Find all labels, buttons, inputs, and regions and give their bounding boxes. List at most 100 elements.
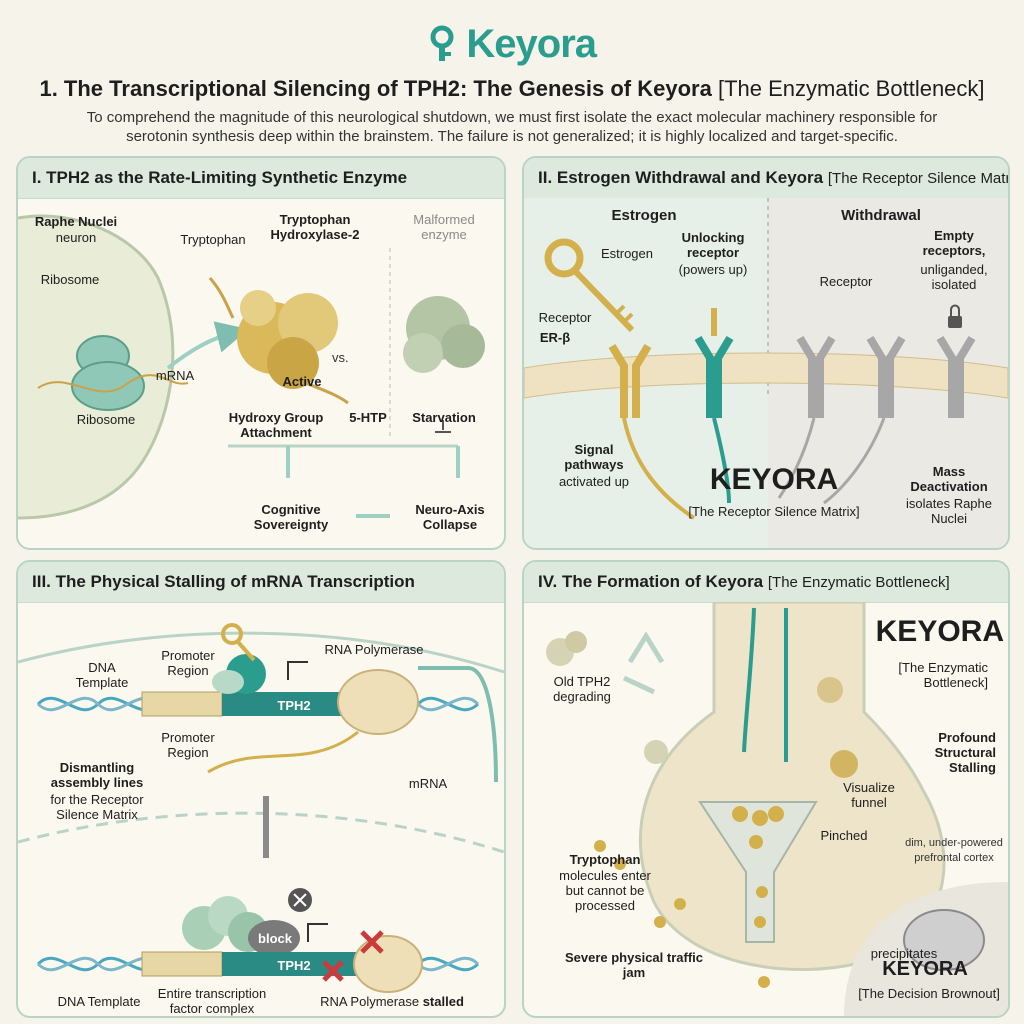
powers-label: (powers up) <box>678 262 748 277</box>
panel4-title: IV. The Formation of Keyora [The Enzymat… <box>524 562 1008 603</box>
receptor-left-label: Receptor <box>538 310 592 325</box>
ribosome-bottom-label: Ribosome <box>76 412 136 427</box>
profound-label: Profound Structural Stalling <box>934 730 996 775</box>
transcription-factor-small <box>212 670 244 694</box>
tryptophan-molecules-icon <box>594 840 770 988</box>
keyora-brownout-title: KEYORA <box>882 958 968 980</box>
keyora-bottleneck-subtitle: [The Enzymatic Bottleneck] <box>898 660 988 690</box>
keyhole-logo-icon <box>430 25 454 61</box>
intro-paragraph: To comprehend the magnitude of this neur… <box>86 109 938 145</box>
old-tph2-icon <box>546 631 587 666</box>
tph2-top-label: TPH2 <box>277 698 311 713</box>
arrow-signal-teal <box>712 417 731 504</box>
tryptophan-molecules-body: molecules enter but cannot be processed <box>559 868 651 913</box>
panel-tph2-enzyme: I. TPH2 as the Rate-Limiting Synthetic E… <box>16 156 506 550</box>
arrow-signal-gold <box>622 417 696 520</box>
tryptophan-label: Tryptophan <box>180 232 246 247</box>
mass-deactivation-label: Mass Deactivation <box>910 464 988 494</box>
stall-x-icon <box>322 930 384 982</box>
funnel-icon <box>698 801 818 943</box>
panel3-illustration <box>18 623 504 993</box>
title-main: 1. The Transcriptional Silencing of TPH2… <box>39 76 712 101</box>
dismantling-sub-label: for the Receptor Silence Matrix <box>50 792 144 822</box>
nuclear-membrane <box>18 811 504 854</box>
old-tph2-label: Old TPH2 degrading <box>553 674 611 704</box>
tryptophan-molecules-title: Tryptophan <box>569 852 641 867</box>
panel-keyora-formation: IV. The Formation of Keyora [The Enzymat… <box>522 560 1010 1018</box>
empty-receptor-icon <box>796 335 976 418</box>
synapse-bulb <box>639 602 946 971</box>
tss-arrow-bottom <box>307 923 328 942</box>
estrogen-heading: Estrogen <box>611 207 677 224</box>
visualize-label: Visualize funnel <box>843 780 895 810</box>
promoter-box-top <box>141 691 223 717</box>
receptor-right-label: Receptor <box>819 274 873 289</box>
mrna-strand <box>37 374 189 393</box>
arrow-to-enzyme <box>166 321 249 370</box>
starvation-icon <box>435 420 451 433</box>
unliganded-label: unliganded, isolated <box>920 262 988 292</box>
promoter-bottom-label: Promoter Region <box>161 730 215 760</box>
precipitates-label: precipitates <box>870 946 938 961</box>
malformed-label: Malformed enzyme <box>413 212 475 242</box>
neuron-label: neuron <box>55 230 97 245</box>
block-label: block <box>258 931 292 946</box>
panel3-title: III. The Physical Stalling of mRNA Trans… <box>18 562 504 603</box>
arrow-5htp <box>297 378 349 405</box>
cognitive-label: Cognitive Sovereignty <box>253 502 329 532</box>
dna-template-label: DNA Template <box>75 660 129 690</box>
rna-polymerase-label: RNA Polymerase <box>324 642 424 657</box>
collapse-label: Neuro-Axis Collapse <box>415 502 485 532</box>
panel2-title-main: II. Estrogen Withdrawal and Keyora <box>538 168 824 187</box>
panel1-illustration: vs. <box>18 214 485 520</box>
panel2-title: II. Estrogen Withdrawal and Keyora [The … <box>524 158 1008 199</box>
traffic-jam-label: Severe physical traffic jam <box>564 950 704 980</box>
hydroxy-label: Hydroxy Group Attachment <box>228 410 324 440</box>
rna-polymerase-stalled-text: RNA Polymerase <box>320 994 420 1009</box>
ribosome-bottom-icon <box>71 361 145 411</box>
brand-logo: Keyora <box>0 22 1024 67</box>
mrna-strand-top <box>207 730 359 774</box>
brain-icon <box>903 909 985 971</box>
keyora-receptor-title: KEYORA <box>709 463 839 496</box>
title-bracket: [The Enzymatic Bottleneck] <box>717 76 985 101</box>
logo-text: Keyora <box>466 22 597 66</box>
brain-vignette <box>844 882 1008 1016</box>
promoter-top-label: Promoter Region <box>161 648 215 678</box>
promoter-box-bottom <box>141 951 223 977</box>
tph2-bottom-label: TPH2 <box>277 958 311 973</box>
entire-complex-label: Entire transcription factor complex <box>157 986 267 1016</box>
stalled-text: stalled <box>422 994 464 1009</box>
estrogen-key-label: Estrogen <box>600 246 654 261</box>
arrow-to-panel4 <box>418 666 498 783</box>
panel-mrna-stalling: III. The Physical Stalling of mRNA Trans… <box>16 560 506 1018</box>
dim-cortex-label: dim, under-powered prefrontal cortex <box>905 837 1003 864</box>
starvation-label: Starvation <box>412 410 476 425</box>
withdrawal-heading: Withdrawal <box>841 207 921 224</box>
tf-complex-cluster <box>182 896 300 956</box>
panel-estrogen-withdrawal: II. Estrogen Withdrawal and Keyora [The … <box>522 156 1010 550</box>
pinched-label: Pinched <box>820 828 868 843</box>
vs-label: vs. <box>332 350 349 365</box>
panel2-illustration <box>524 198 1008 548</box>
isolates-label: isolates Raphe Nuclei <box>906 496 992 526</box>
er-beta-receptor-icon <box>608 343 652 418</box>
unlocking-receptor-icon <box>694 308 734 418</box>
arrow-flow-1 <box>742 607 756 753</box>
mrna-label: mRNA <box>408 776 448 791</box>
unlocking-label: Unlocking receptor <box>681 230 745 260</box>
er-beta-label: ER-β <box>539 330 571 345</box>
rna-polymerase-top-icon <box>337 669 419 735</box>
decision-brownout-label: [The Decision Brownout] <box>858 986 1000 1001</box>
tph2-enzyme-icon <box>237 290 338 389</box>
dismantling-label: Dismantling assembly lines <box>50 760 144 790</box>
signal-label: Signal pathways <box>564 442 624 472</box>
close-x-icon <box>288 888 312 912</box>
rna-polymerase-stalled-icon <box>353 935 423 993</box>
dna-template-bottom-label: DNA Template <box>57 994 141 1009</box>
estrogen-key-small-icon <box>221 623 256 662</box>
raphe-label: Raphe Nuclei <box>34 214 118 229</box>
enzyme-name-label: Tryptophan Hydroxylase-2 <box>270 212 360 242</box>
active-label: Active <box>282 374 322 389</box>
recycle-icon <box>622 631 665 695</box>
